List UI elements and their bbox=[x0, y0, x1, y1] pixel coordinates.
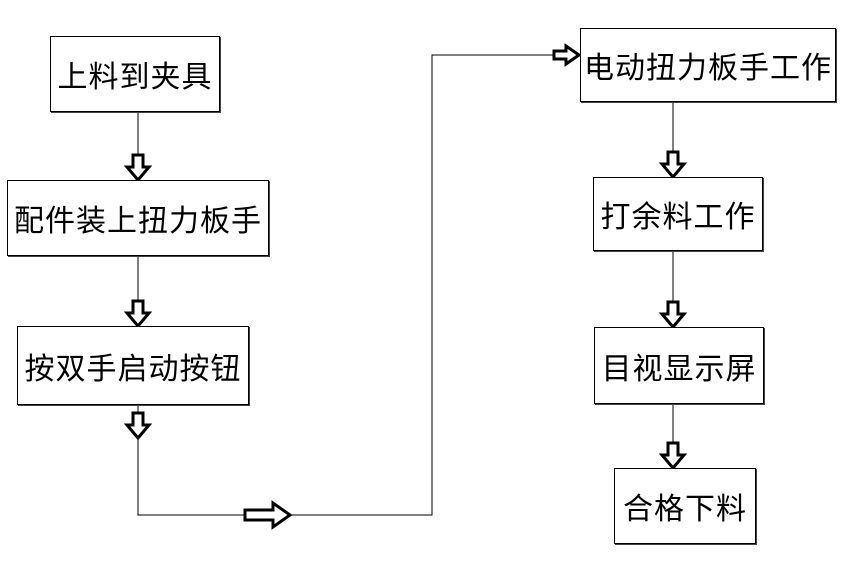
step-label: 目视显示屏 bbox=[601, 351, 757, 387]
step-check-display: 目视显示屏 bbox=[594, 327, 764, 404]
step-label: 电动扭力板手工作 bbox=[584, 51, 832, 86]
arrow-right-icon bbox=[243, 500, 293, 530]
arrow-down-icon bbox=[123, 411, 153, 441]
arrow-down-icon bbox=[123, 153, 153, 183]
step-press-two-hand-button: 按双手启动按钮 bbox=[17, 326, 249, 405]
step-label: 合格下料 bbox=[623, 492, 747, 527]
arrow-down-icon bbox=[123, 299, 153, 329]
step-mount-torque-wrench: 配件装上扭力板手 bbox=[7, 180, 269, 256]
step-electric-torque-wrench: 电动扭力板手工作 bbox=[580, 28, 836, 102]
arrow-down-icon bbox=[658, 441, 688, 471]
step-cut-excess-material: 打余料工作 bbox=[593, 177, 763, 251]
arrow-down-icon bbox=[658, 150, 688, 180]
connector-line bbox=[137, 54, 556, 516]
step-label: 配件装上扭力板手 bbox=[14, 204, 262, 239]
step-label: 打余料工作 bbox=[600, 200, 756, 235]
arrow-right-icon bbox=[552, 43, 582, 67]
step-load-fixture: 上料到夹具 bbox=[50, 36, 220, 112]
step-label: 按双手启动按钮 bbox=[24, 351, 242, 387]
step-label: 上料到夹具 bbox=[57, 60, 213, 95]
arrow-down-icon bbox=[658, 300, 688, 330]
step-unload-passed: 合格下料 bbox=[614, 468, 756, 544]
